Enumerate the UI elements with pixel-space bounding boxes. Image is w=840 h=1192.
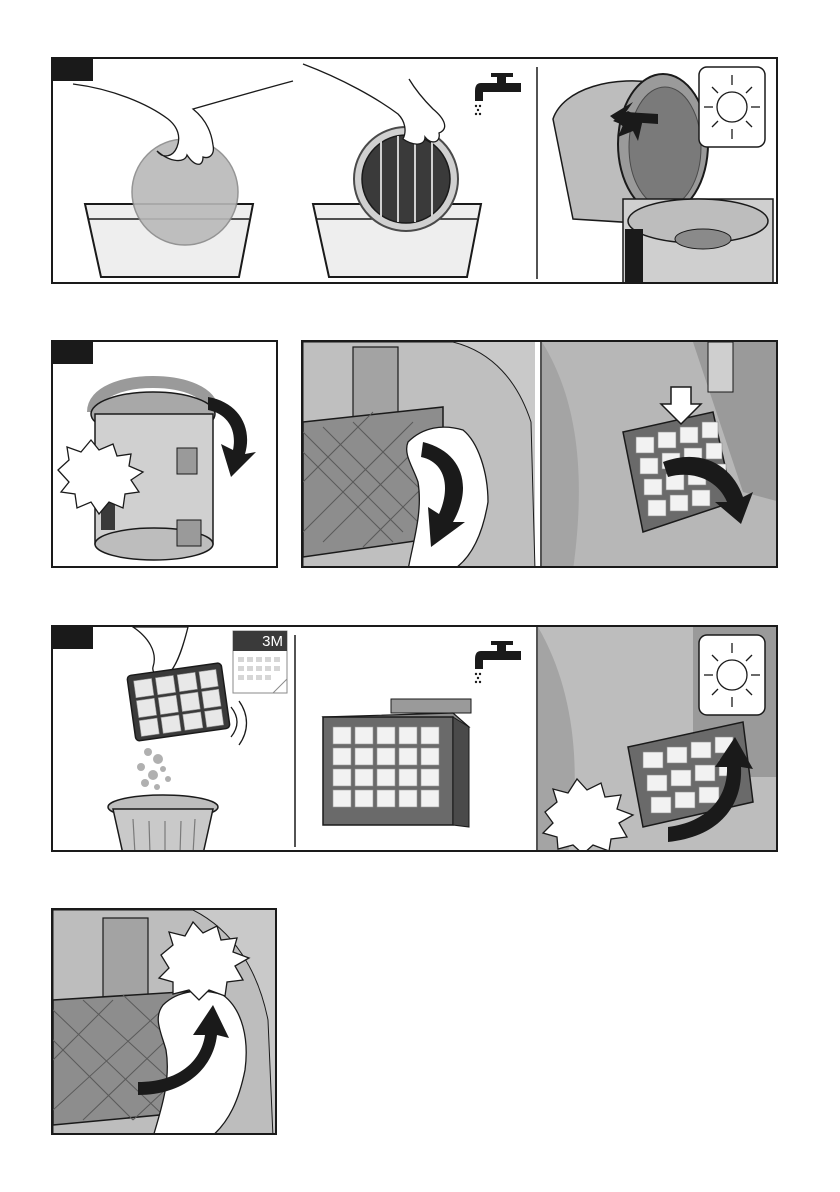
row-2-left-illustration bbox=[53, 342, 278, 568]
sun-dry-icon bbox=[699, 67, 765, 147]
tap-icon bbox=[475, 73, 521, 115]
row-4-illustration bbox=[53, 910, 277, 1135]
hand-icon bbox=[73, 81, 293, 164]
figure-row-1 bbox=[51, 57, 778, 284]
arrow-icon bbox=[208, 397, 256, 477]
hand-icon bbox=[303, 64, 445, 144]
figure-row-2-right bbox=[301, 340, 778, 568]
dust-particles bbox=[137, 748, 171, 790]
row-3-illustration bbox=[53, 627, 778, 852]
pleated-filter bbox=[354, 127, 458, 231]
figure-row-3: 3M bbox=[51, 625, 778, 852]
hepa-filter-dirty bbox=[127, 663, 230, 742]
exhaust-filter-remove bbox=[542, 342, 778, 568]
sun-dry-icon bbox=[699, 635, 765, 715]
hepa-filter-clean bbox=[323, 699, 471, 827]
motion-lines bbox=[231, 701, 247, 745]
row-2-right-illustration bbox=[303, 342, 778, 568]
trash-bin-icon bbox=[108, 795, 218, 852]
row-1-illustration bbox=[53, 59, 778, 284]
tap-icon bbox=[475, 641, 521, 683]
figure-row-4 bbox=[51, 908, 277, 1135]
calendar-interval-label: 3M bbox=[233, 633, 287, 651]
figure-row-2-left bbox=[51, 340, 278, 568]
